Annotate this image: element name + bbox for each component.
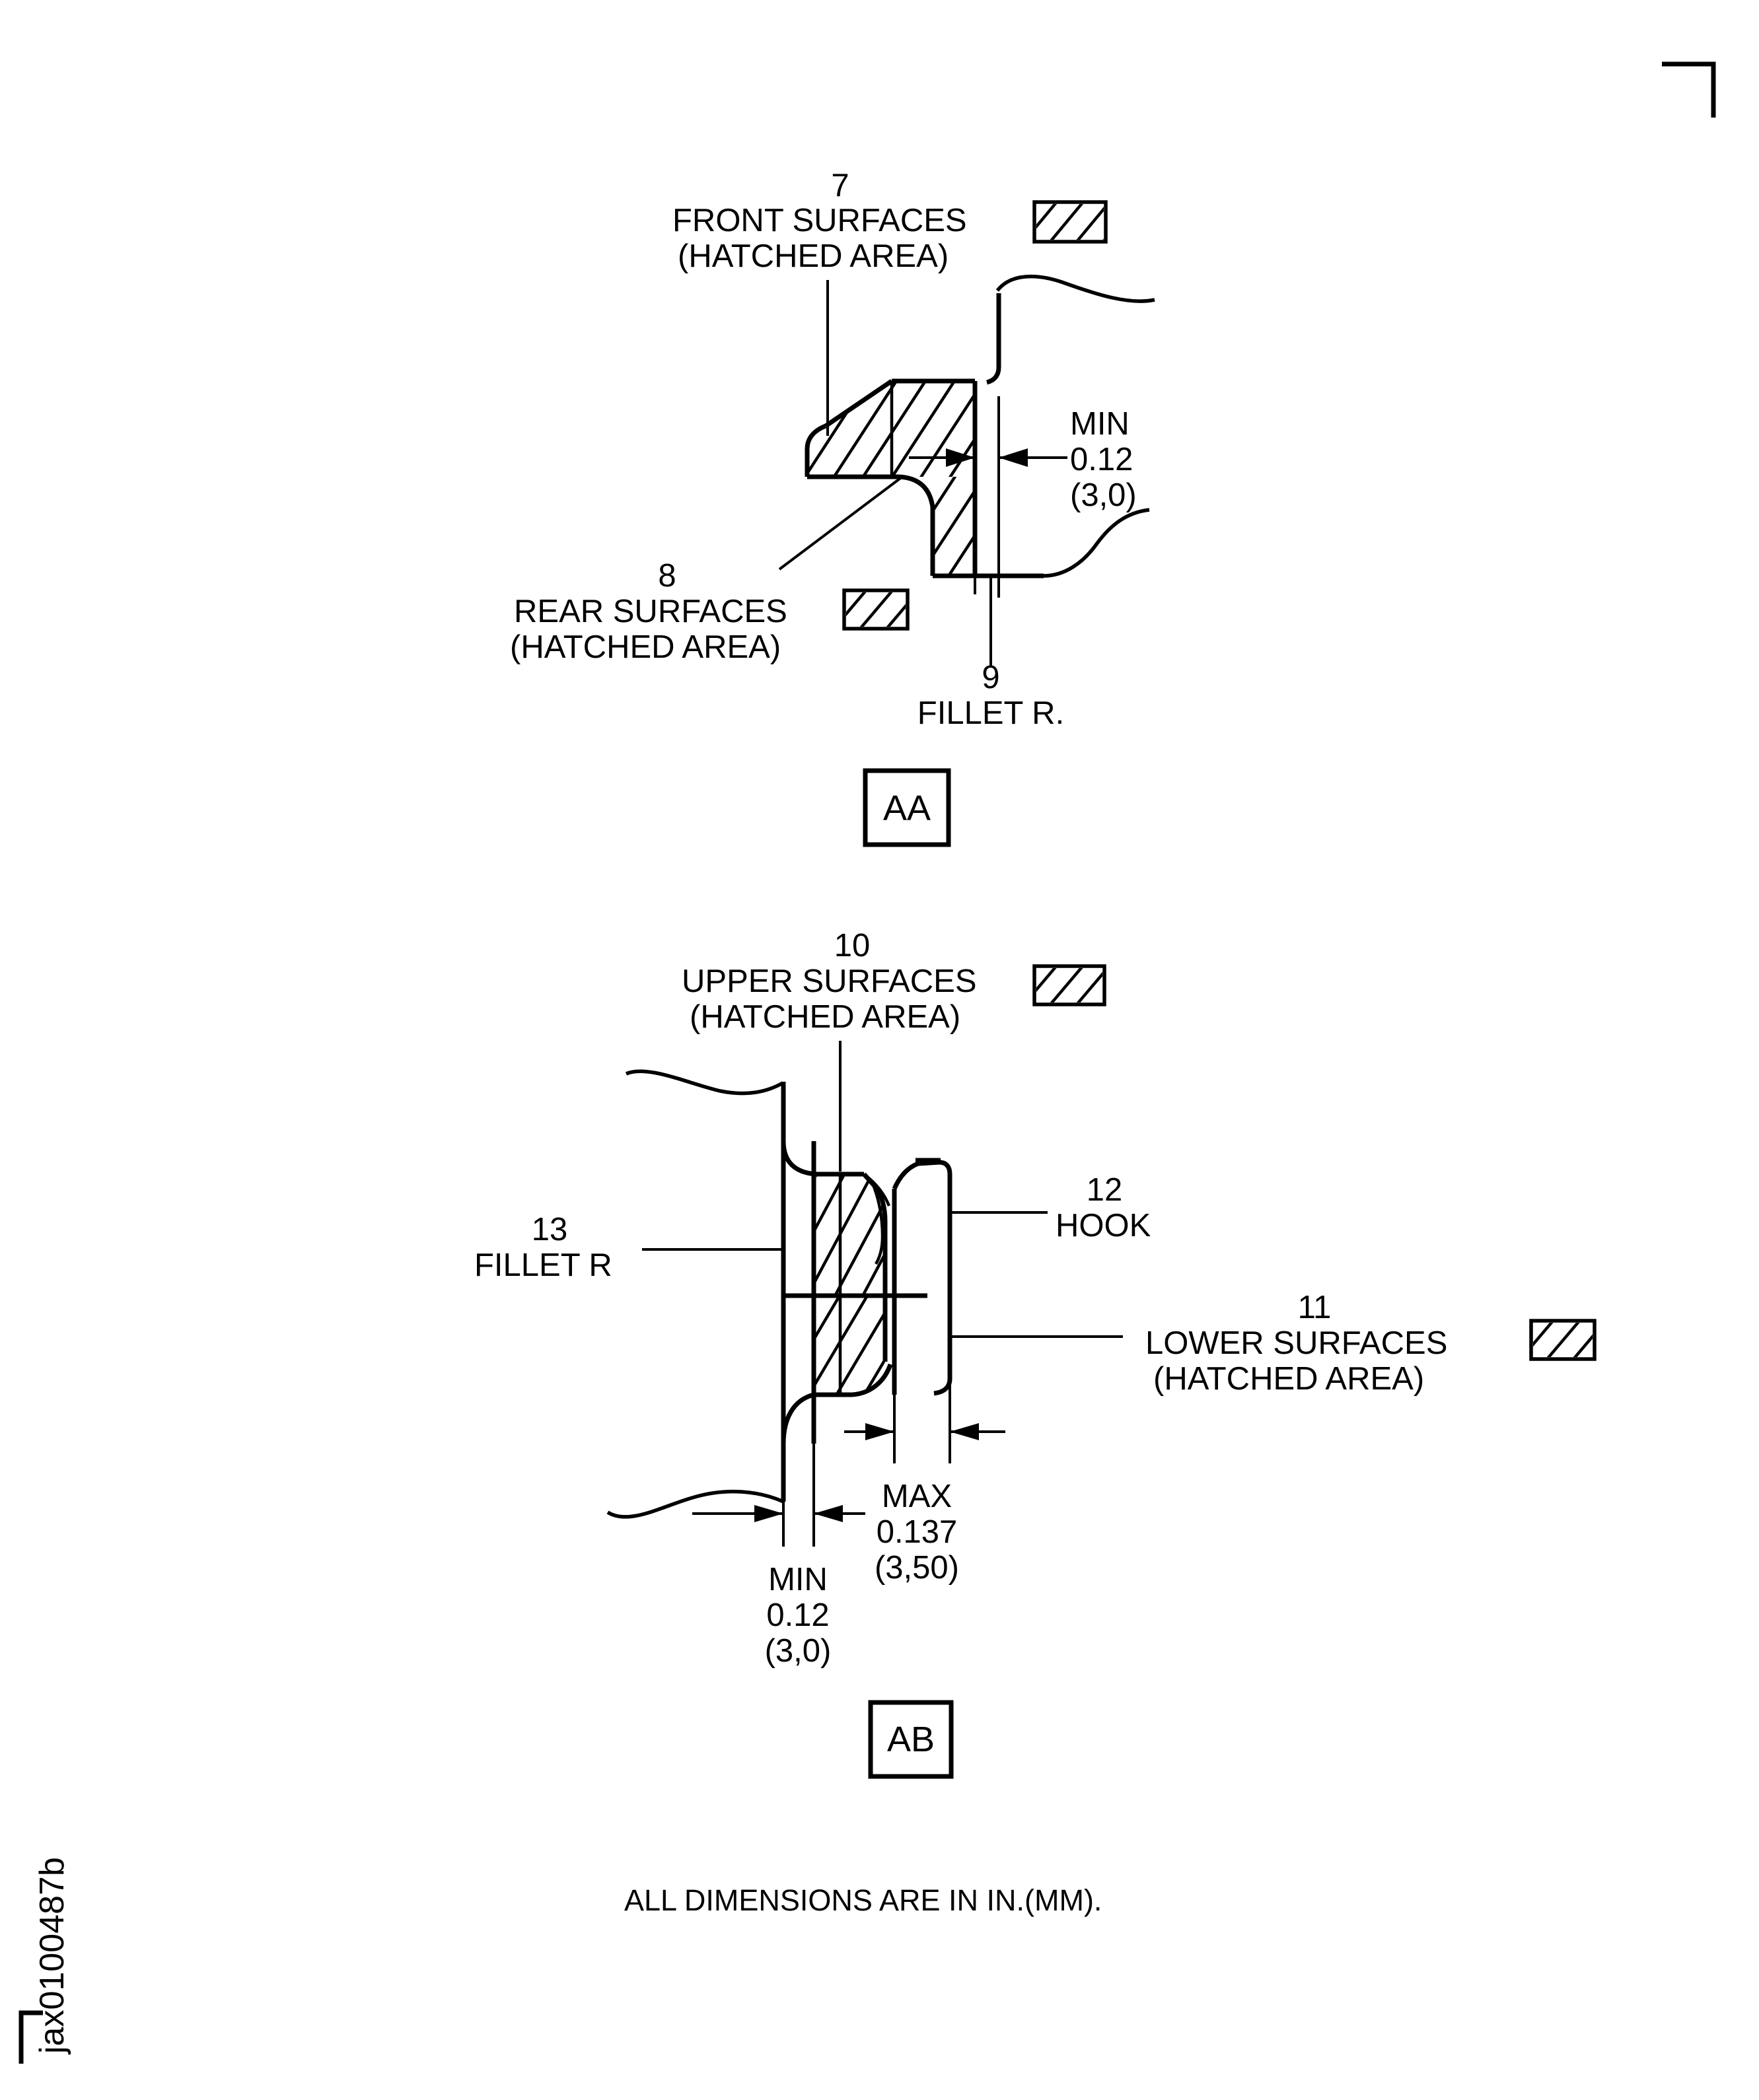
view-tag-ab-text: AB (887, 1720, 935, 1759)
footer-note-text: ALL DIMENSIONS ARE IN IN.(MM). (624, 1883, 1102, 1917)
callout-8-rear-surfaces: 8 REAR SURFACES (HATCHED AREA) (510, 475, 910, 665)
callout-11-label-line2: (HATCHED AREA) (1153, 1361, 1424, 1397)
dimension-ab-max: MAX 0.137 (3,50) (844, 1423, 1005, 1586)
hatched-swatch-icon (842, 588, 910, 631)
dimension-ab-max-qualifier: MAX (882, 1479, 952, 1514)
callout-11-lower-surfaces: 11 LOWER SURFACES (HATCHED AREA) (950, 1290, 1597, 1397)
dimension-aa-min: MIN 0.12 (3,0) (909, 406, 1137, 513)
hook-outline (892, 1160, 952, 1396)
callout-7-front-surfaces: 7 FRONT SURFACES (HATCHED AREA) (672, 168, 1108, 436)
callout-7-number: 7 (831, 168, 849, 203)
fillet-lower-joint (781, 1392, 814, 1444)
block-left-face (805, 423, 827, 477)
break-line-upper-right (995, 274, 1155, 303)
dimension-aa-min-value-mm: (3,0) (1070, 477, 1137, 513)
callout-10-upper-surfaces: 10 UPPER SURFACES (HATCHED AREA) (682, 928, 1106, 1172)
dimension-ab-min: MIN 0.12 (3,0) (692, 1505, 865, 1669)
figure-aa: 7 FRONT SURFACES (HATCHED AREA) (510, 168, 1155, 847)
callout-7-label-line1: FRONT SURFACES (672, 203, 967, 238)
view-tag-aa: AA (863, 768, 951, 847)
figure-ab: 10 UPPER SURFACES (HATCHED AREA) (474, 928, 1597, 1779)
callout-10-label-line1: UPPER SURFACES (682, 963, 977, 999)
dim-min-arrowhead-left (814, 1505, 843, 1522)
dimension-aa-min-qualifier: MIN (1070, 406, 1130, 442)
dimension-aa-min-value-in: 0.12 (1070, 442, 1133, 477)
section-ab-geometry (606, 1069, 952, 1547)
callout-10-label-line2: (HATCHED AREA) (690, 999, 960, 1035)
callout-9-label-line1: FILLET R. (917, 695, 1064, 731)
hatched-swatch-icon (1032, 964, 1106, 1006)
callout-8-leader (778, 475, 904, 571)
dim-min-arrowhead-right (754, 1505, 783, 1522)
dimension-ab-max-value-in: 0.137 (877, 1514, 958, 1550)
hatched-swatch-icon (1529, 1319, 1597, 1361)
break-line-lower-left (606, 1489, 785, 1519)
footer-note: ALL DIMENSIONS ARE IN IN.(MM). (624, 1883, 1102, 1917)
dim-arrowhead-right (946, 448, 975, 467)
lower-block-bottom-fillet (851, 1363, 893, 1397)
callout-12-label-line1: HOOK (1056, 1208, 1151, 1243)
section-aa-hatching (807, 381, 975, 477)
margin-identifier: jax0100487b (33, 1857, 71, 2055)
callout-13-label-line1: FILLET R (474, 1247, 612, 1283)
callout-9-fillet-r: 9 FILLET R. (917, 576, 1064, 731)
callout-13-number: 13 (532, 1212, 568, 1247)
callout-8-number-value: 8 (658, 558, 676, 594)
hatched-swatch-icon (1032, 200, 1108, 244)
margin-identifier-text: jax0100487b (33, 1857, 71, 2055)
dim-max-arrowhead-right (865, 1423, 894, 1440)
callout-13-fillet-r: 13 FILLET R (474, 1212, 783, 1283)
callout-12-number: 12 (1087, 1172, 1123, 1208)
hook-junction-curve-upper (863, 1173, 891, 1207)
callout-12-hook: 12 HOOK (950, 1172, 1151, 1243)
dimension-ab-min-value-mm: (3,0) (765, 1633, 832, 1669)
view-tag-ab: AB (868, 1700, 954, 1779)
dimension-ab-min-qualifier: MIN (768, 1562, 828, 1597)
callout-11-label-line1: LOWER SURFACES (1145, 1325, 1447, 1361)
callout-8-label-line1: REAR SURFACES (514, 594, 787, 629)
callout-11-number: 11 (1298, 1290, 1332, 1325)
web-left-face (899, 474, 935, 576)
callout-8-label-line2: (HATCHED AREA) (510, 629, 781, 665)
break-line-lower-right (1043, 508, 1150, 578)
section-ab-lower-hatching (814, 1296, 885, 1395)
block-chamfer-left (824, 379, 893, 428)
flange-outer-edge (986, 293, 1001, 385)
corner-mark-top-right (1662, 61, 1716, 118)
callout-10-number: 10 (834, 928, 871, 963)
dimension-ab-min-value-in: 0.12 (766, 1597, 829, 1633)
callout-7-label-line2: (HATCHED AREA) (678, 238, 949, 274)
section-ab-upper-hatching (814, 1174, 885, 1296)
dim-max-arrowhead-left (950, 1423, 979, 1440)
view-tag-aa-text: AA (883, 788, 931, 828)
dim-arrowhead-left (999, 448, 1028, 467)
corner-mark-bottom-left (18, 2010, 43, 2064)
hook-junction-curve-inner (870, 1181, 884, 1265)
fillet-upper-joint (781, 1140, 864, 1177)
break-line-upper-left (625, 1069, 784, 1096)
dimension-ab-max-value-mm: (3,50) (875, 1550, 959, 1586)
callout-9-number: 9 (982, 660, 999, 695)
